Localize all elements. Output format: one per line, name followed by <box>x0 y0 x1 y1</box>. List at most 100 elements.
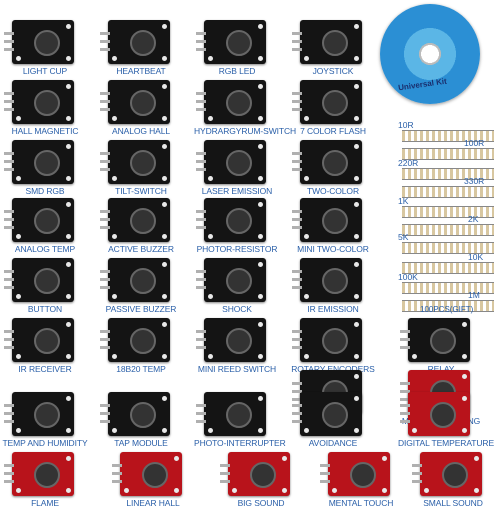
pin-icon <box>4 338 14 341</box>
mount-hole-icon <box>462 354 467 359</box>
mount-hole-icon <box>66 176 71 181</box>
pin-icon <box>100 226 110 229</box>
module-label: ANALOG TEMP <box>14 244 76 254</box>
module-label: SMD RGB <box>25 186 65 196</box>
pin-icon <box>4 108 14 111</box>
pin-icon <box>292 160 302 163</box>
module-board <box>292 20 362 64</box>
module-label: TAP MODULE <box>114 438 168 448</box>
module-board <box>196 20 266 64</box>
mount-hole-icon <box>208 234 213 239</box>
module-1: HEARTBEAT <box>98 20 184 78</box>
sensor-component-icon <box>322 90 348 116</box>
module-19: IR EMISSION <box>290 258 376 316</box>
mount-hole-icon <box>162 262 167 267</box>
mount-hole-icon <box>462 396 467 401</box>
resistor-strip <box>402 282 494 294</box>
module-label: RELAY <box>427 364 455 374</box>
sensor-component-icon <box>322 30 348 56</box>
mount-hole-icon <box>258 202 263 207</box>
pin-icon <box>292 40 302 43</box>
pin-icon <box>4 404 14 407</box>
module-23: ROTARY ENCODERS <box>290 318 376 376</box>
pin-icon <box>196 338 206 341</box>
mount-hole-icon <box>66 116 71 121</box>
module-board <box>4 258 74 302</box>
mount-hole-icon <box>354 322 359 327</box>
mount-hole-icon <box>258 396 263 401</box>
module-board <box>100 198 170 242</box>
mount-hole-icon <box>66 428 71 433</box>
mount-hole-icon <box>208 176 213 181</box>
sensor-component-icon <box>34 208 60 234</box>
mount-hole-icon <box>162 144 167 149</box>
pin-icon <box>4 286 14 289</box>
module-21: 18B20 TEMP <box>98 318 184 376</box>
module-board <box>100 258 170 302</box>
module-label: ANALOG HALL <box>112 126 170 136</box>
module-label: BUTTON <box>27 304 63 314</box>
sensor-component-icon <box>34 462 60 488</box>
module-label: LASER EMISSION <box>201 186 273 196</box>
resistor-label: 220R <box>398 158 419 168</box>
pin-icon <box>100 330 110 333</box>
cd-disc <box>380 4 480 104</box>
pin-icon <box>320 472 330 475</box>
module-board <box>196 140 266 184</box>
module-board <box>4 452 74 496</box>
module-7: 7 COLOR FLASH <box>290 80 376 138</box>
mount-hole-icon <box>258 56 263 61</box>
pin-icon <box>292 286 302 289</box>
sensor-component-icon <box>34 402 60 428</box>
pin-icon <box>400 404 410 407</box>
module-label: DIGITAL TEMPERATURE <box>398 438 495 448</box>
mount-hole-icon <box>112 294 117 299</box>
pin-icon <box>292 278 302 281</box>
sensor-component-icon <box>34 328 60 354</box>
mount-hole-icon <box>474 488 479 493</box>
pin-icon <box>196 40 206 43</box>
pin-icon <box>292 48 302 51</box>
mount-hole-icon <box>304 176 309 181</box>
module-30: AVOIDANCE <box>290 392 376 450</box>
mount-hole-icon <box>354 144 359 149</box>
mount-hole-icon <box>258 176 263 181</box>
pin-icon <box>112 472 122 475</box>
mount-hole-icon <box>162 354 167 359</box>
module-4: HALL MAGNETIC <box>2 80 88 138</box>
pin-icon <box>112 480 122 483</box>
module-label: HEARTBEAT <box>116 66 166 76</box>
module-label: MINI REED SWITCH <box>197 364 277 374</box>
module-board <box>400 318 470 362</box>
pin-icon <box>292 330 302 333</box>
mount-hole-icon <box>354 354 359 359</box>
pin-icon <box>196 226 206 229</box>
pin-icon <box>292 420 302 423</box>
pin-icon <box>292 168 302 171</box>
pin-icon <box>196 92 206 95</box>
mount-hole-icon <box>412 354 417 359</box>
mount-hole-icon <box>304 294 309 299</box>
resistor-strip <box>402 148 494 160</box>
mount-hole-icon <box>66 488 71 493</box>
pin-icon <box>400 382 410 385</box>
module-8: SMD RGB <box>2 140 88 198</box>
mount-hole-icon <box>66 24 71 29</box>
sensor-component-icon <box>130 30 156 56</box>
pin-icon <box>112 464 122 467</box>
mount-hole-icon <box>258 428 263 433</box>
sensor-component-icon <box>226 90 252 116</box>
pin-icon <box>4 152 14 155</box>
module-11: TWO-COLOR <box>290 140 376 198</box>
resistor-label: 1K <box>398 196 409 206</box>
mount-hole-icon <box>112 234 117 239</box>
pin-icon <box>292 152 302 155</box>
pin-icon <box>4 346 14 349</box>
pin-icon <box>196 404 206 407</box>
pin-icon <box>292 338 302 341</box>
mount-hole-icon <box>162 428 167 433</box>
module-board <box>100 140 170 184</box>
mount-hole-icon <box>474 456 479 461</box>
pin-icon <box>100 160 110 163</box>
pin-icon <box>100 218 110 221</box>
